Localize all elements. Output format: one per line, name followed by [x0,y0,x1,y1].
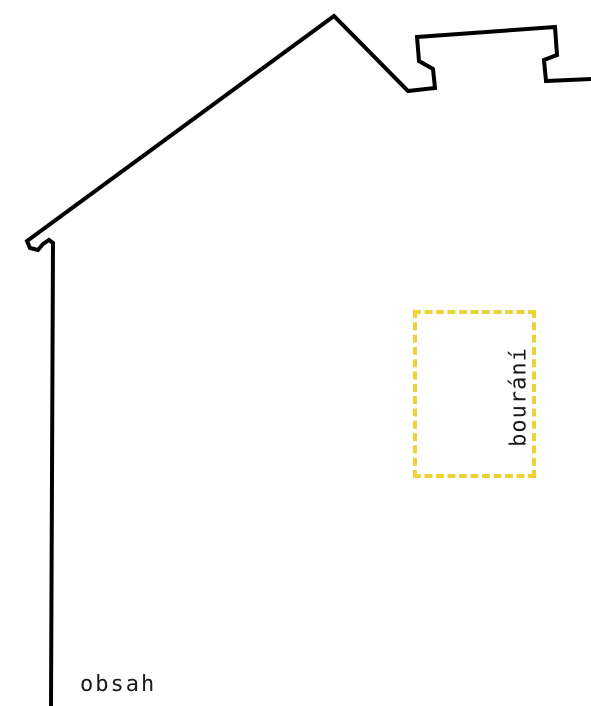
house-roof-line [24,13,591,706]
content-menu-item[interactable]: obsah [80,672,157,697]
demolition-menu-item[interactable] [413,310,536,478]
